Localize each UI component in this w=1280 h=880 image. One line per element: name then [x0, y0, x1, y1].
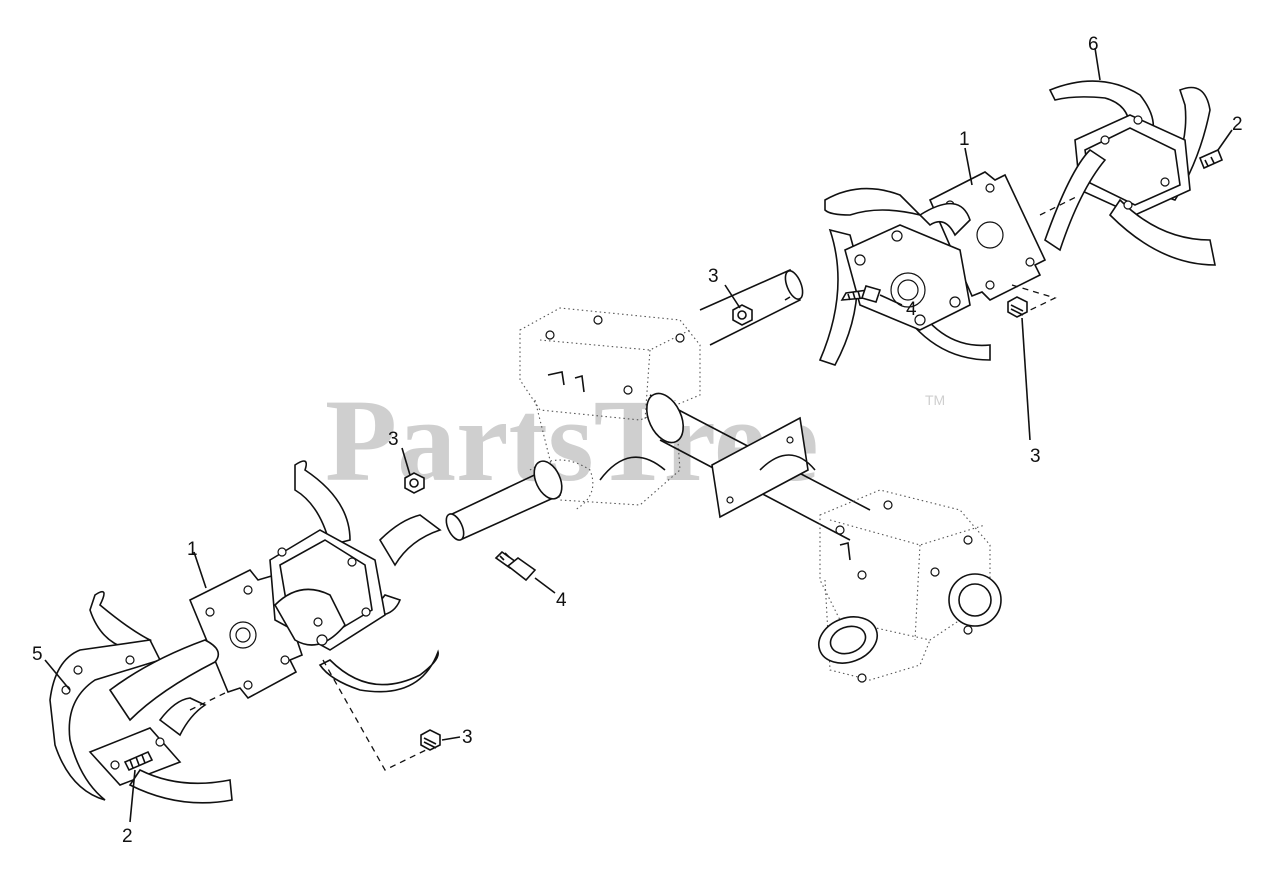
left-axle-shaft	[445, 460, 563, 541]
callout-labels: 3 3 3 3 4 4 1 1 2 2 5 6	[32, 34, 1243, 847]
watermark-tm: TM	[925, 392, 945, 408]
callout-1-left: 1	[187, 539, 198, 560]
callout-leaders	[44, 47, 1233, 823]
shoulder-bolt-center	[494, 550, 537, 582]
right-tine-assembly	[818, 80, 1224, 366]
callout-2-left: 2	[122, 826, 133, 847]
hex-nut-center-top	[732, 304, 753, 326]
left-outer-tine	[89, 590, 153, 649]
lower-gearbox-housing	[818, 489, 1002, 683]
hex-nut-right	[1007, 296, 1028, 318]
callout-3-bottom: 3	[462, 727, 473, 748]
hex-nut-left	[404, 472, 425, 494]
hex-nut-bottom	[420, 729, 441, 751]
callout-5: 5	[32, 644, 43, 665]
center-tube-and-plate	[646, 392, 871, 541]
left-tine-assembly	[49, 460, 442, 804]
callout-3-left: 3	[388, 429, 399, 450]
callout-4-center: 4	[556, 590, 567, 611]
callout-4-right: 4	[906, 299, 917, 320]
callout-6: 6	[1088, 34, 1099, 55]
upper-output-shaft	[699, 268, 804, 346]
callout-3-center-top: 3	[708, 266, 719, 287]
callout-1-right: 1	[959, 129, 970, 150]
shoulder-bolt-right	[840, 285, 882, 303]
callout-2-right: 2	[1232, 114, 1243, 135]
callout-3-right: 3	[1030, 446, 1041, 467]
